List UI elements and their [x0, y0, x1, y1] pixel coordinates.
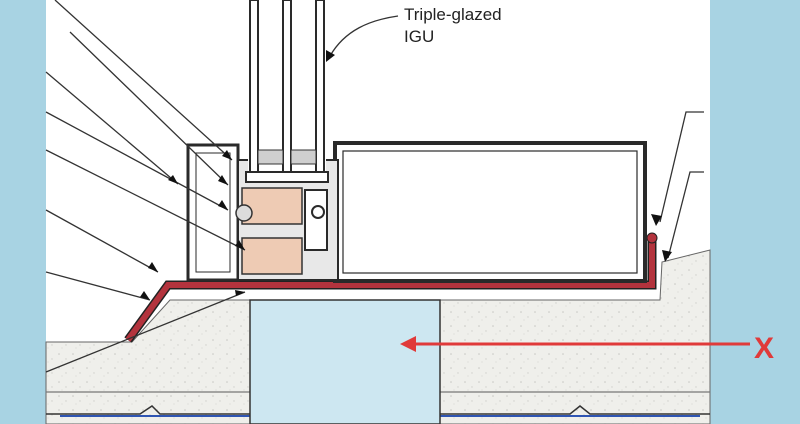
right-blue-border: [710, 0, 800, 424]
gasket-circle: [311, 205, 325, 219]
frame-channel: [304, 189, 328, 251]
setting-block-upper: [241, 187, 303, 225]
interior-sill-inner: [342, 150, 638, 274]
igu-bottom-edge: [245, 171, 329, 183]
glass-lite-1: [249, 0, 259, 173]
leader-lines-left: [45, 0, 246, 373]
x-marker-arrowhead-icon: [400, 336, 416, 352]
leader-line-right-lower: [667, 171, 704, 259]
glass-lite-2: [282, 0, 292, 173]
igu-label-line1: Triple-glazed: [404, 5, 502, 24]
igu-arrowhead-icon: [326, 50, 335, 62]
backer-rod: [235, 204, 253, 222]
spacer-2: [290, 149, 317, 165]
glass-lite-3: [315, 0, 325, 173]
right-arrowhead-lower-icon: [662, 250, 672, 262]
outer-frame-inner: [195, 152, 231, 273]
spacer-1: [257, 149, 284, 165]
setting-block-lower: [241, 237, 303, 275]
triangle-arrowhead-icon: [140, 150, 245, 300]
interior-sill-box: [333, 141, 647, 283]
air-barrier-membrane: [125, 238, 655, 342]
igu-leader-line: [329, 15, 399, 57]
thermal-break-block: [249, 299, 441, 424]
sealant-bead: [646, 232, 658, 244]
concrete-right: [439, 249, 711, 424]
igu-label-line2: IGU: [404, 27, 434, 46]
left-blue-border: [0, 0, 46, 424]
right-arrowhead-upper-icon: [651, 214, 662, 226]
leader-line-right-upper: [659, 111, 704, 223]
x-marker-label: X: [754, 332, 774, 365]
